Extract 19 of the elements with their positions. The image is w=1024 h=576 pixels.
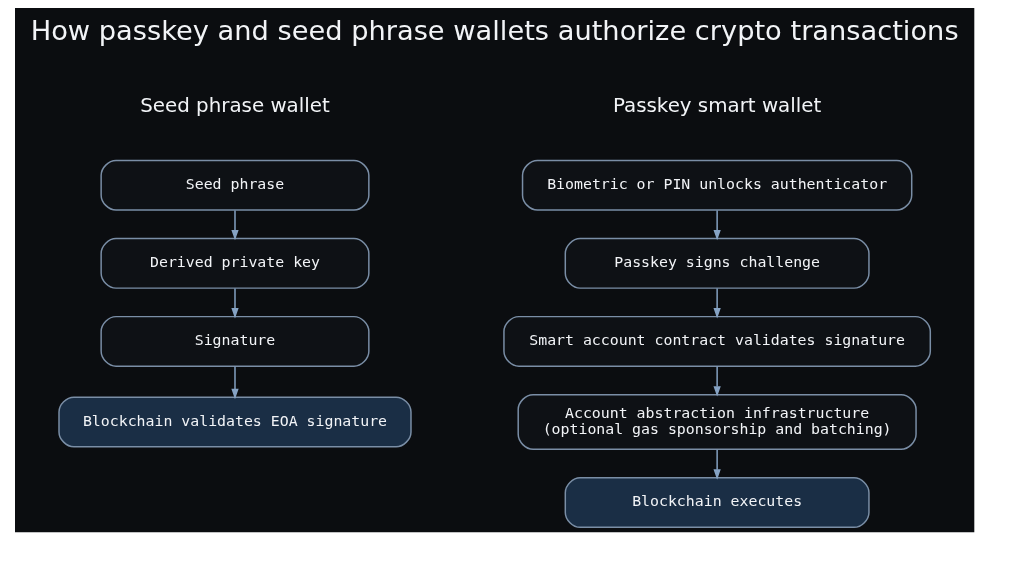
label: Passkey smart wallet [612,93,821,117]
arrow [712,287,721,319]
node-box: Blockchain executes [564,477,870,529]
arrow [230,287,239,319]
node-box: Derived private key [99,237,370,289]
diagram-title: How passkey and seed phrase wallets authorize crypto transactions [30,14,959,46]
node-box: Signature [99,315,370,367]
arrow [712,209,721,241]
arrow [230,365,239,400]
node-box: Biometric or PIN unlocks authenticator [521,159,912,211]
arrow [230,209,239,241]
arrow [712,448,721,480]
arrow [712,365,721,397]
label: Seed phrase wallet [139,93,330,117]
node-box: Blockchain validates EOA signature [57,396,412,448]
node-box: Passkey signs challenge [564,237,870,289]
node-box: Seed phrase [99,159,370,211]
node-box: Smart account contract validates signature [502,315,931,367]
node-box: Account abstraction infrastructure (optional gas sponsorship and batching) [516,393,917,450]
